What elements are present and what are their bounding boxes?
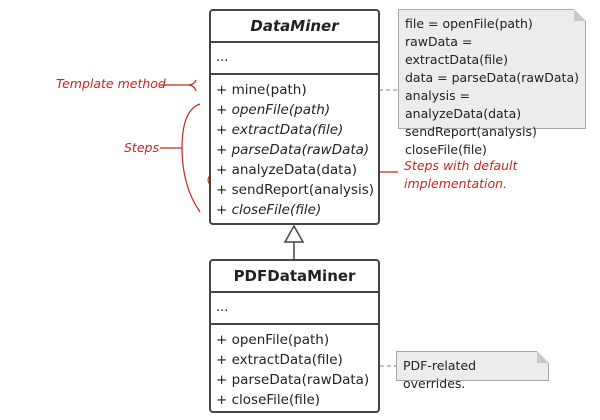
override-extractdata: + extractData(file) <box>216 352 343 368</box>
method-sendreport: + sendReport(analysis) <box>216 182 375 198</box>
note-line: file = openFile(path) <box>405 16 533 31</box>
method-extractdata: + extractData(file) <box>216 122 344 138</box>
method-openfile: + openFile(path) <box>216 102 331 118</box>
note-fold-corner <box>537 351 549 363</box>
method-parsedata: + parseData(rawData) <box>216 142 370 158</box>
override-parsedata: + parseData(rawData) <box>216 372 370 388</box>
template-method-brace <box>160 79 197 92</box>
template-method-label: Template method <box>56 76 166 91</box>
inheritance-arrow <box>283 224 305 243</box>
class-dataminer-title: DataMiner <box>211 11 378 43</box>
method-mine: + mine(path) <box>216 82 307 98</box>
class-pdfdataminer-fields: ... <box>211 293 378 325</box>
template-method-code-note: file = openFile(path) rawData = extractD… <box>398 9 586 157</box>
note-line: data = parseData(rawData) <box>405 70 579 85</box>
steps-brace <box>160 103 201 213</box>
class-dataminer-fields: ... <box>211 43 378 75</box>
override-closefile: + closeFile(file) <box>216 392 321 408</box>
class-pdfdataminer-title: PDFDataMiner <box>211 261 378 293</box>
note-line: closeFile(file) <box>405 142 487 157</box>
default-steps-label-line: implementation. <box>404 176 508 191</box>
method-analyzedata: + analyzeData(data) <box>216 162 358 178</box>
pdf-overrides-note: PDF-related overrides. <box>396 351 549 391</box>
default-steps-label-line: Steps with default <box>404 158 518 173</box>
note-line: rawData = extractData(file) <box>405 34 508 67</box>
class-pdfdataminer: PDFDataMiner ... + openFile(path) + extr… <box>209 259 380 413</box>
class-dataminer-methods: + mine(path) + openFile(path) + extractD… <box>211 75 378 222</box>
note-fold-corner <box>574 9 586 21</box>
class-dataminer: DataMiner ... + mine(path) + openFile(pa… <box>209 9 380 225</box>
override-openfile: + openFile(path) <box>216 332 330 348</box>
note-line: sendReport(analysis) <box>405 124 537 139</box>
pdf-overrides-note-text: PDF-related overrides. <box>403 358 477 391</box>
default-steps-label: Steps with default implementation. <box>404 157 517 193</box>
class-pdfdataminer-methods: + openFile(path) + extractData(file) + p… <box>211 325 378 412</box>
method-closefile: + closeFile(file) <box>216 202 322 218</box>
note-line: analysis = analyzeData(data) <box>405 88 522 121</box>
steps-label: Steps <box>124 140 159 155</box>
